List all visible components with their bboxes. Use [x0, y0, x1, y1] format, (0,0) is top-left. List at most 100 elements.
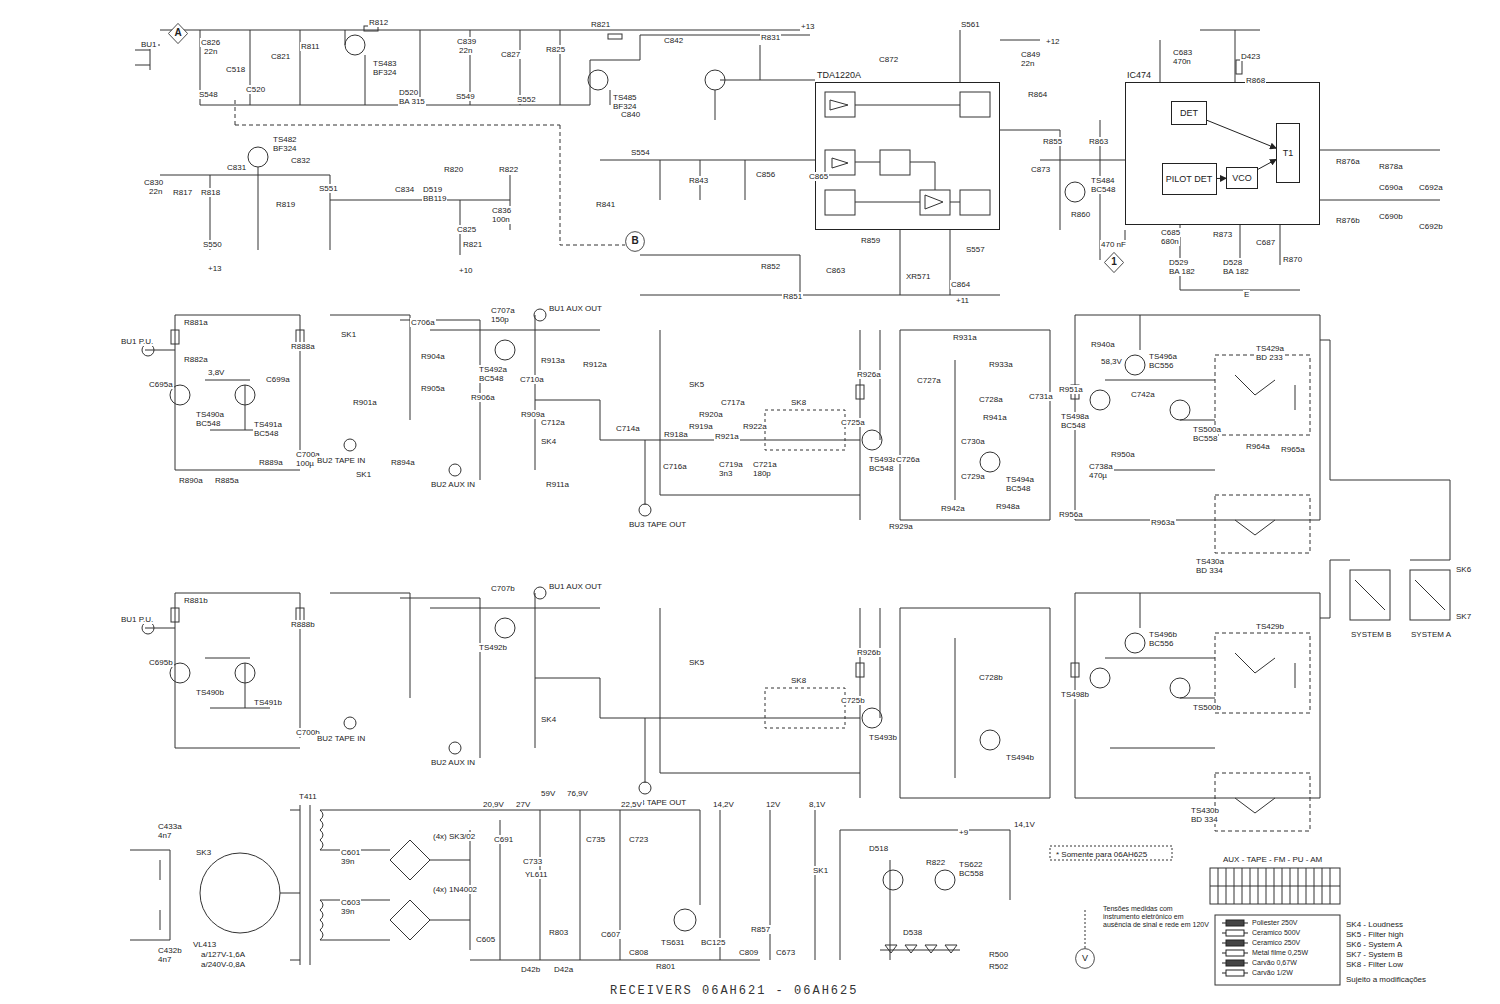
component-label: R876a — [1335, 157, 1361, 166]
ic-name: TDA1220A — [816, 70, 862, 80]
component-label: * Somente para 06AH625 — [1055, 850, 1148, 859]
component-label: S561 — [960, 20, 981, 29]
component-label: R818 — [200, 188, 221, 197]
component-label: C687 — [1255, 238, 1276, 247]
component-label: C865 — [808, 172, 829, 181]
component-label: R918a — [663, 430, 689, 439]
component-label: BC556 — [1148, 361, 1174, 370]
legend-sample — [1222, 929, 1248, 937]
component-label: YL611 — [524, 870, 549, 879]
component-label: 14,2V — [712, 800, 735, 809]
component-label: R843 — [688, 176, 709, 185]
component-label: 22n — [148, 187, 163, 196]
component-label: BC556 — [1148, 639, 1174, 648]
component-label: 4n7 — [157, 955, 172, 964]
component-label: R863 — [1088, 137, 1109, 146]
component-label: SK8 — [790, 676, 807, 685]
block-label: A — [174, 28, 181, 38]
component-label: C601 — [340, 848, 361, 857]
legend-sample — [1222, 969, 1248, 977]
component-label: C827 — [500, 50, 521, 59]
component-label: TS622 — [958, 860, 984, 869]
component-label: 39n — [340, 857, 355, 866]
component-label: a/127V-1,6A — [200, 950, 246, 959]
component-label: R922a — [742, 422, 768, 431]
component-label: C809 — [738, 948, 759, 957]
component-label: TS429b — [1255, 622, 1285, 631]
component-label: C839 — [456, 37, 477, 46]
component-label: R912a — [582, 360, 608, 369]
component-label: TS491b — [253, 698, 283, 707]
component-label: C831 — [226, 163, 247, 172]
component-label: 76,9V — [566, 789, 589, 798]
component-label: C842 — [663, 36, 684, 45]
component-label: VL413 — [192, 940, 217, 949]
connector-circle: V — [1075, 948, 1095, 969]
component-label: C692a — [1418, 183, 1444, 192]
component-label: R855 — [1042, 137, 1063, 146]
ic-block: IC474DETPILOT DETVCOT1 — [1125, 82, 1320, 225]
component-label: R931a — [952, 333, 978, 342]
legend-text: Ceramico 500V — [1252, 929, 1300, 937]
component-label: 470µ — [1088, 471, 1108, 480]
component-label: R868 — [1245, 76, 1266, 85]
component-label: 100µ — [295, 459, 315, 468]
component-label: R801 — [655, 962, 676, 971]
component-label: S549 — [455, 92, 476, 101]
component-label: R919a — [688, 422, 714, 431]
component-label: C836 — [491, 206, 512, 215]
component-label: R803 — [548, 928, 569, 937]
component-label: R811 — [300, 42, 321, 51]
legend-text: Carvão 1/2W — [1252, 969, 1293, 977]
component-label: C691 — [493, 835, 514, 844]
component-label: BU1 P.U. — [120, 615, 154, 624]
component-label: TS430b — [1190, 806, 1220, 815]
component-label: D529 — [1168, 258, 1189, 267]
component-label: BA 182 — [1168, 267, 1196, 276]
component-label: R859 — [860, 236, 881, 245]
component-label: R878a — [1378, 162, 1404, 171]
drawing-caption: RECEIVERS 06AH621 - 06AH625 — [610, 984, 858, 998]
component-label: BD 233 — [1255, 353, 1284, 362]
circle-outline — [626, 231, 645, 251]
legend-sample-shape — [1226, 960, 1244, 966]
component-label: C873 — [1030, 165, 1051, 174]
legend-sample — [1222, 959, 1248, 967]
component-label: BC548 — [195, 419, 221, 428]
block-label: VCO — [1232, 173, 1252, 183]
component-label: 150p — [490, 315, 510, 324]
component-label: C683 — [1172, 48, 1193, 57]
component-label: BA 182 — [1222, 267, 1250, 276]
component-label: SK1 — [340, 330, 357, 339]
component-label: S554 — [630, 148, 651, 157]
component-label: SK4 - Loudness — [1345, 920, 1404, 929]
component-label: 27V — [515, 800, 531, 809]
component-label: D528 — [1222, 258, 1243, 267]
component-label: C729a — [960, 472, 986, 481]
component-label: R951a — [1058, 385, 1084, 394]
component-label: C808 — [628, 948, 649, 957]
component-label: TS496a — [1148, 352, 1178, 361]
component-label: BU1 P.U. — [120, 337, 154, 346]
component-label: 22n — [203, 47, 218, 56]
component-label: TS491a — [253, 420, 283, 429]
component-label: C834 — [394, 185, 415, 194]
component-label: Sujeito a modificações — [1345, 975, 1427, 984]
component-label: R933a — [988, 360, 1014, 369]
component-label: Tensões medidas com instrumento eletrôni… — [1102, 905, 1212, 929]
component-label: C433a — [157, 822, 183, 831]
component-label: BC548 — [1005, 484, 1031, 493]
component-label: 22n — [458, 46, 473, 55]
component-label: BC558 — [958, 869, 984, 878]
component-label: BU2 AUX IN — [430, 480, 476, 489]
component-label: TS485 — [612, 93, 638, 102]
component-label: C695b — [148, 658, 174, 667]
component-label: C432b — [157, 946, 183, 955]
component-label: R965a — [1280, 445, 1306, 454]
component-label: R926a — [856, 370, 882, 379]
component-label: R841 — [595, 200, 616, 209]
component-label: R852 — [760, 262, 781, 271]
component-label: R825 — [545, 45, 566, 54]
component-label: SYSTEM B — [1350, 630, 1392, 639]
component-label: D518 — [868, 844, 889, 853]
